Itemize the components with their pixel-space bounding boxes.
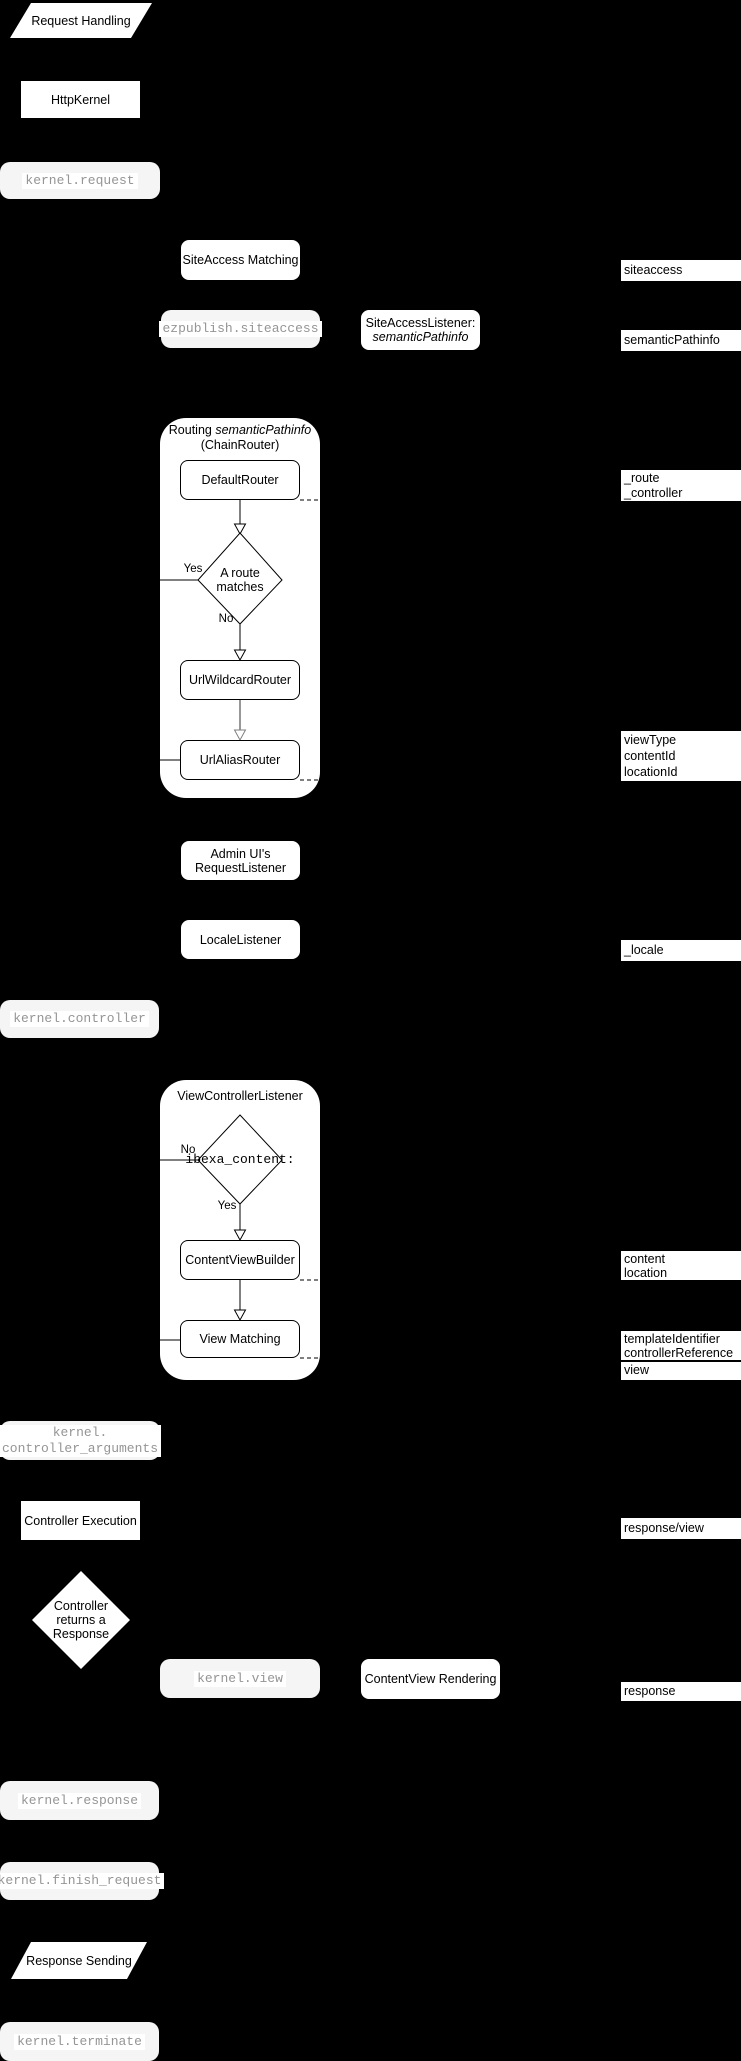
kernel-request-event: kernel.request: [0, 162, 160, 199]
ibexa-content-label: ibexa_content:: [185, 1152, 295, 1167]
url-wildcard-router-box: UrlWildcardRouter: [180, 660, 300, 700]
default-router-box: DefaultRouter: [180, 460, 300, 500]
attr-template-controller-bar: templateIdentifier controllerReference: [621, 1331, 741, 1360]
content-view-rendering-box: ContentView Rendering: [361, 1659, 500, 1699]
response-sending-parallelogram: [11, 1942, 147, 1979]
controller-returns-response-diamond: [32, 1571, 130, 1669]
attr-content-location-bar: content location: [621, 1251, 741, 1280]
http-kernel-box: HttpKernel: [21, 81, 140, 118]
attr-view-bar: view: [621, 1362, 741, 1380]
kernel-controller-event: kernel.controller: [0, 1000, 159, 1038]
routing-title-line2: (ChainRouter): [200, 438, 280, 452]
url-alias-router-box: UrlAliasRouter: [180, 740, 300, 780]
content-view-builder-box: ContentViewBuilder: [180, 1240, 300, 1280]
ezpublish-siteaccess-event: ezpublish.siteaccess: [159, 310, 322, 348]
attr-locale-bar: _locale: [621, 940, 741, 961]
kernel-finish-request-event: kernel.finish_request: [0, 1862, 165, 1900]
route-no-label: No: [218, 613, 234, 625]
locale-listener-box: LocaleListener: [181, 920, 300, 959]
view-controller-title: ViewControllerListener: [177, 1089, 303, 1103]
request-handling-label: Request Handling: [31, 13, 131, 28]
ezpublish-siteaccess-label: ezpublish.siteaccess: [159, 321, 322, 337]
kernel-controller-arguments-label: kernel. controller_arguments: [0, 1424, 162, 1457]
view-matching-box: View Matching: [180, 1320, 300, 1358]
routing-container-title: Routing semanticPathinfo (ChainRouter): [160, 423, 320, 453]
request-handling-parallelogram: [10, 3, 152, 38]
route-yes-label: Yes: [183, 563, 203, 575]
attr-response-bar: response: [621, 1682, 741, 1701]
kernel-terminate-label: kernel.terminate: [14, 2033, 145, 2050]
ibexa-no-label: No: [180, 1144, 196, 1156]
attr-route-controller-bar: _route _controller: [621, 470, 741, 501]
attr-response-view-bar: response/view: [621, 1518, 741, 1539]
kernel-view-label: kernel.view: [194, 1670, 286, 1687]
kernel-terminate-event: kernel.terminate: [0, 2022, 159, 2061]
siteaccess-listener-box: SiteAccessListener: semanticPathinfo: [361, 310, 480, 350]
kernel-response-event: kernel.response: [0, 1781, 159, 1820]
attr-siteaccess-bar: siteaccess: [621, 260, 741, 281]
route-matches-label: A route matches: [216, 566, 264, 594]
attr-semantic-pathinfo-bar: semanticPathinfo: [621, 330, 741, 351]
siteaccess-matching-box: SiteAccess Matching: [181, 240, 300, 280]
kernel-controller-label: kernel.controller: [10, 1011, 149, 1027]
admin-ui-request-listener-box: Admin UI's RequestListener: [181, 841, 300, 880]
kernel-controller-arguments-event: kernel. controller_arguments: [0, 1421, 162, 1460]
siteaccess-listener-line2: semanticPathinfo: [372, 330, 469, 344]
siteaccess-listener-line1: SiteAccessListener:: [365, 316, 476, 330]
kernel-finish-request-label: kernel.finish_request: [0, 1873, 165, 1889]
kernel-view-event: kernel.view: [160, 1659, 320, 1698]
attr-view-params-bar: viewType contentId locationId: [621, 731, 741, 781]
controller-returns-response-label: Controller returns a Response: [52, 1599, 110, 1641]
kernel-response-label: kernel.response: [17, 1792, 142, 1809]
response-sending-label: Response Sending: [26, 1953, 132, 1968]
ibexa-yes-label: Yes: [217, 1200, 237, 1212]
kernel-request-label: kernel.request: [22, 172, 138, 189]
routing-title-italic: semanticPathinfo: [215, 423, 312, 437]
controller-execution-box: Controller Execution: [21, 1501, 140, 1540]
routing-title-normal: Routing: [168, 423, 216, 437]
